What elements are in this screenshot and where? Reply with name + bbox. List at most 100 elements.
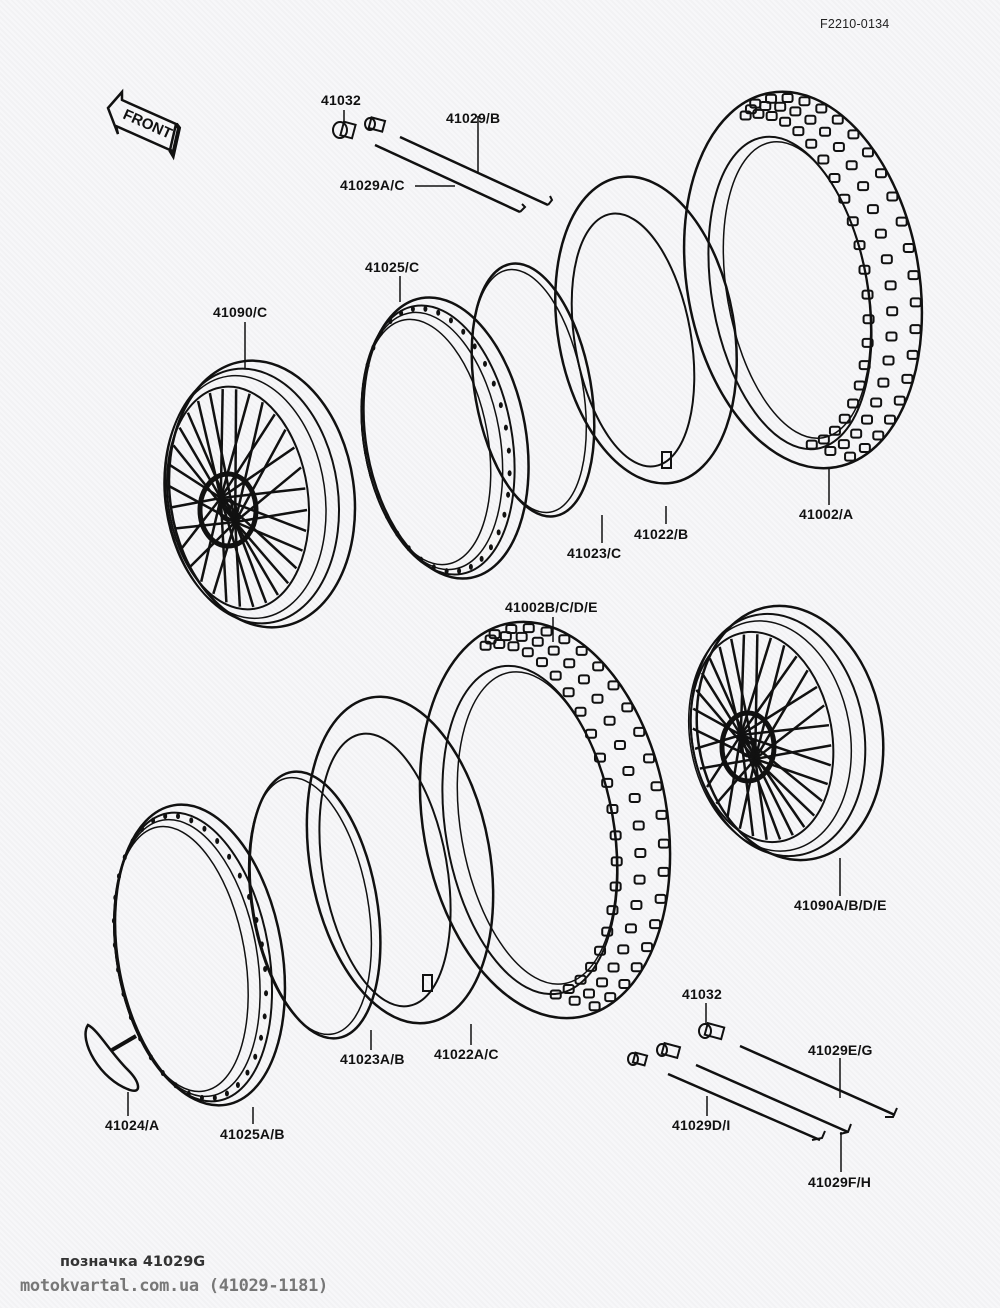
rear-rim-spoke-hole [121,990,126,997]
rear-spoke-line [753,758,768,840]
label-valve-cap-upper: 41032 [321,92,361,108]
rear-rim-spoke-hole [112,942,117,949]
rear-spoke-line [692,707,742,737]
rear-tire-knob [609,881,622,892]
rear-tire-knob [521,647,534,658]
rear-tire-knob [531,636,544,647]
front-tire-knob [858,264,871,275]
front-rim-spoke-hole [423,305,428,312]
rear-rim-spoke-hole [122,854,127,861]
label-spoke-lower-eg: 41029E/G [808,1042,873,1058]
front-tire-knob [838,413,851,424]
rear-tire-knob [657,866,670,877]
front-tire-knob [858,360,871,371]
rear-tire-knob [618,979,631,990]
rear-tire-knob [601,777,614,788]
front-tire-knob [819,126,832,137]
front-rim-spoke-hole [488,544,493,551]
front-spoke-line [219,413,276,499]
rear-tire-knob [594,752,607,763]
front-tire-knob [838,193,851,204]
front-rim-spoke-hole [507,470,512,477]
rear-spoke-line [754,758,794,836]
rear-spoke-line [739,655,798,736]
front-rim-spoke-hole [388,318,393,325]
rear-tire-knob [594,945,607,956]
rear-tire-knob [607,680,620,691]
rear-tire-knob [575,645,588,656]
rear-tire-knob [601,926,614,937]
rear-spoke-line [695,689,757,760]
rear-tire-knob [522,623,535,634]
rear-spoke-line [692,727,756,761]
front-spoke-line [189,521,237,568]
front-spoke-line [212,521,237,595]
rear-spoke-line [753,644,786,760]
rear-rim-spoke-hole [262,1013,267,1020]
front-tire-knob [847,398,860,409]
front-tire-knob [886,306,899,317]
rear-tube-icon [305,695,495,1045]
front-tire-knob [850,428,863,439]
rear-spoke-line [754,669,809,760]
label-front-rim: 41025/C [365,259,420,275]
label-front-tire: 41002/A [799,506,854,522]
front-spoke-line [180,497,222,550]
label-rear-rim: 41025A/B [220,1126,285,1142]
label-spoke-lower-di: 41029D/I [672,1117,731,1133]
front-rim-spoke-hole [395,530,400,537]
front-spoke-line [178,427,222,499]
front-rim-spoke-hole [491,380,496,387]
rear-tire-knob [549,989,562,1000]
front-tire-knob [837,439,850,450]
rear-rim-spoke-hole [212,1094,217,1101]
rear-tire-knob [591,693,604,704]
rear-rim-spoke-hole [140,826,145,833]
front-rim-spoke-hole [384,513,389,520]
rear-tire-knob [630,900,643,911]
front-rim-spoke-hole [379,329,384,336]
front-tire-knob [877,377,890,388]
label-rear-rim-band: 41023A/B [340,1051,405,1067]
front-tire-knob [858,442,871,453]
front-tire-knob [861,337,874,348]
front-tire-icon [682,90,924,505]
rear-tire-knob [562,687,575,698]
front-rim-spoke-hole [498,402,503,409]
rear-rim-spoke-hole [160,1070,165,1077]
rear-spoke-line [718,646,743,736]
rear-rim-spoke-hole [259,1034,264,1041]
front-spoke-line [170,496,222,509]
rear-tire-knob [574,706,587,717]
front-rim-spoke-hole [503,424,508,431]
front-tire-knob [902,243,915,254]
rear-tire-knob [649,919,662,930]
front-tire-knob [880,254,893,265]
front-rim-spoke-hole [376,493,381,500]
rear-rim-spoke-hole [151,817,156,824]
front-tire-knob [895,216,908,227]
rear-tire-knob [562,983,575,994]
label-spoke-lower-fh: 41029F/H [808,1174,872,1190]
rear-tire-knob [574,974,587,985]
rear-tire-knob [585,728,598,739]
rear-tire-knob [568,995,581,1006]
rear-tire-knob [582,988,595,999]
front-rim-spoke-hole [360,403,365,410]
front-tire-knob [884,280,897,291]
rear-rim-spoke-hole [130,838,135,845]
rear-tire-knob [641,942,654,953]
label-spoke-upper-b: 41029/B [446,110,501,126]
front-tire-knob [774,101,787,112]
site-watermark: motokvartal.com.ua (41029-1181) [20,1276,328,1296]
rear-tire-knob [628,793,641,804]
rear-tire-knob [488,629,501,640]
rear-spoke-line [705,734,742,788]
front-tire-knob [831,114,844,125]
rear-tire-knob [596,977,609,988]
front-spoke-line [219,393,251,499]
rear-tire-knob [633,726,646,737]
rear-spoke-line [740,685,818,737]
valve-cap-upper-icon [332,110,387,140]
rear-tire-knob [632,820,645,831]
